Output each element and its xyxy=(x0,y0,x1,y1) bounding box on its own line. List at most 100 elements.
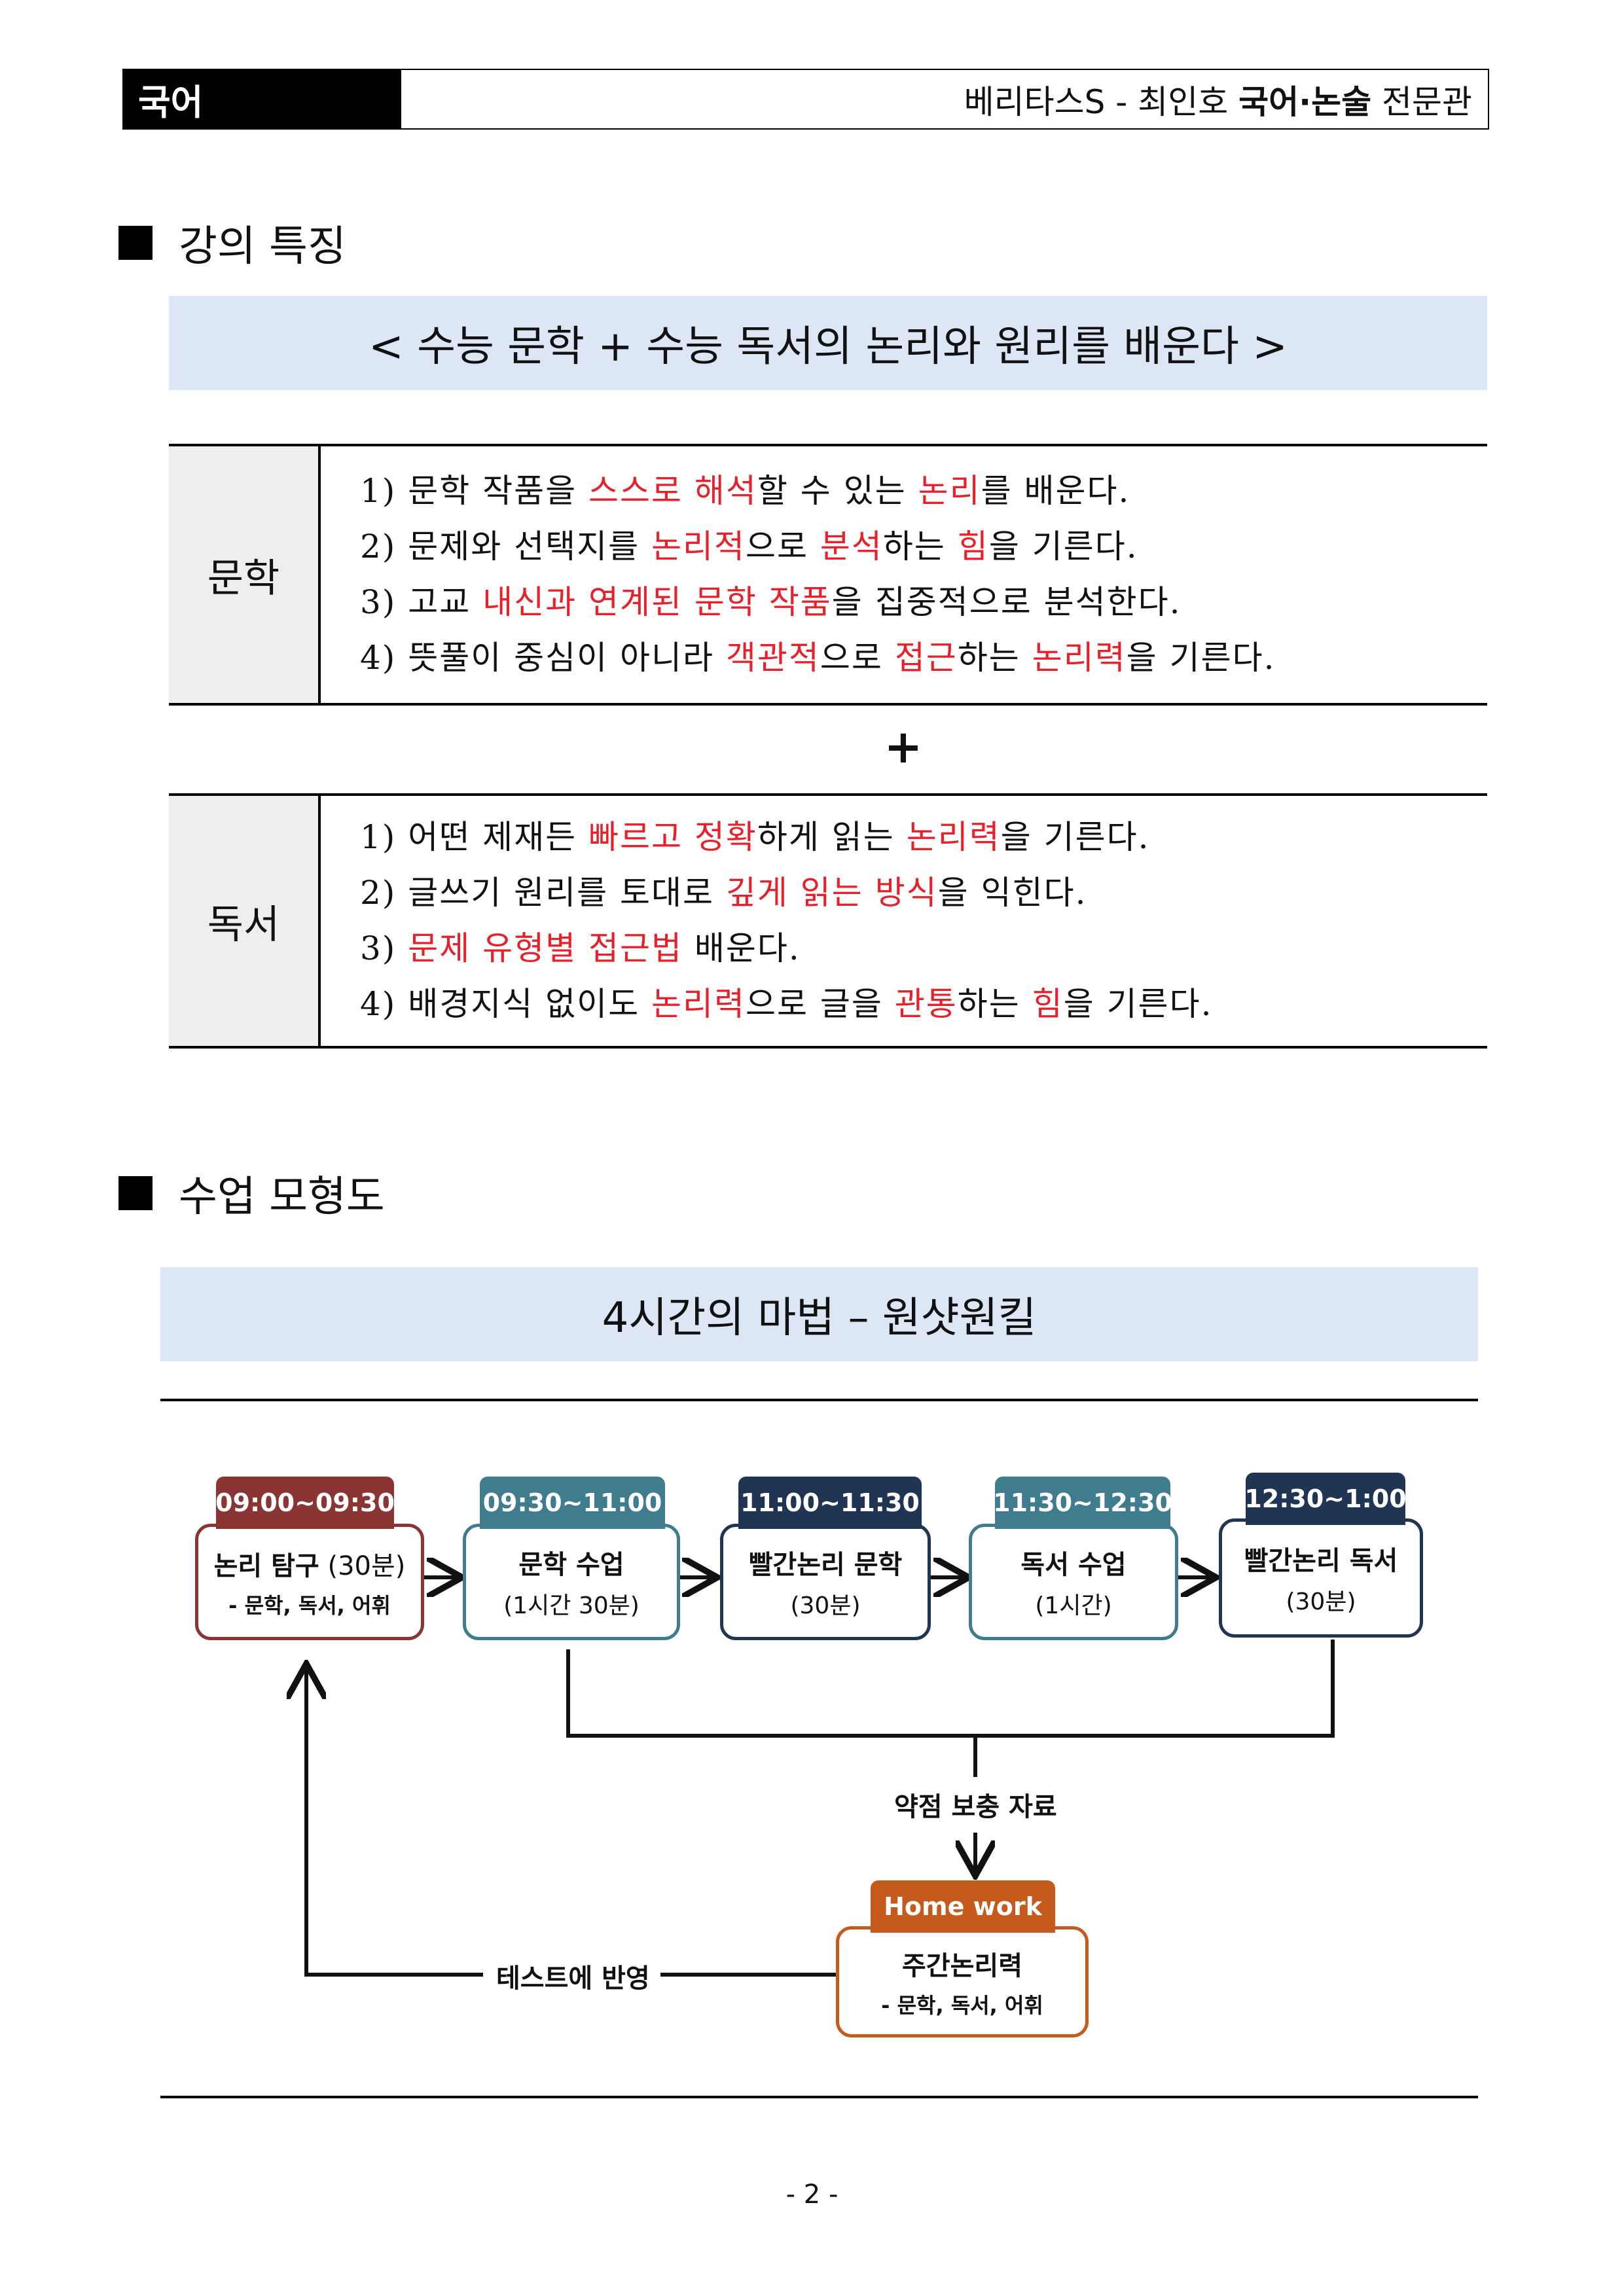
line-text: 1) 어떤 제재든 xyxy=(360,818,588,856)
line-text: 1) 문학 작품을 xyxy=(360,472,588,510)
session-title: 문학 수업 xyxy=(518,1543,624,1581)
line-text: 을 기른다. xyxy=(1063,985,1213,1023)
literature-line: 2) 문제와 선택지를 논리적으로 분석하는 힘을 기른다. xyxy=(360,519,1487,575)
reading-label: 독서 xyxy=(169,796,321,1046)
time-tag: 11:00~11:30 xyxy=(738,1477,922,1529)
session-title-bold: 독서 수업 xyxy=(1020,1550,1127,1580)
supplement-label: 약점 보충 자료 xyxy=(884,1785,1068,1823)
session-sub: - 문학, 독서, 어휘 xyxy=(228,1593,391,1618)
highlight-text: 논리력 xyxy=(651,985,746,1023)
highlight-text: 논리력 xyxy=(906,818,1001,856)
line-text: 를 배운다. xyxy=(981,472,1130,510)
session-sub: (1시간) xyxy=(1035,1592,1112,1619)
brand-prefix: 베리타스S - 최인호 xyxy=(964,82,1239,121)
time-tag: 09:30~11:00 xyxy=(480,1477,665,1529)
highlight-text: 내신과 연계된 문학 작품 xyxy=(482,583,832,621)
section-title: 수업 모형도 xyxy=(179,1173,385,1221)
brand-suffix: 전문관 xyxy=(1371,82,1472,121)
session-title: 빨간논리 문학 xyxy=(749,1543,903,1581)
page-number: - 2 - xyxy=(785,2179,839,2210)
homework-tag: Home work xyxy=(871,1880,1055,1933)
model-banner: 4시간의 마법 – 원샷원킬 xyxy=(160,1267,1478,1361)
session-title-bold: 문학 수업 xyxy=(518,1550,624,1580)
line-text: 2) 글쓰기 원리를 토대로 xyxy=(360,874,726,912)
reading-block: 독서 1) 어떤 제재든 빠르고 정확하게 읽는 논리력을 기른다.2) 글쓰기… xyxy=(169,793,1487,1049)
session-title-bold: 빨간논리 독서 xyxy=(1244,1546,1398,1576)
brand-bold: 국어·논술 xyxy=(1238,82,1372,121)
line-text: 할 수 있는 xyxy=(757,472,918,510)
highlight-text: 접근 xyxy=(894,639,958,677)
reading-line: 4) 배경지식 없이도 논리력으로 글을 관통하는 힘을 기른다. xyxy=(360,977,1487,1032)
square-bullet-icon xyxy=(118,1176,153,1210)
line-text: 배운다. xyxy=(683,929,801,967)
session-node: 빨간논리 문학 (30분) xyxy=(720,1524,931,1640)
feedback-line-left xyxy=(306,1668,483,1977)
homework-sub: - 문학, 독서, 어휘 xyxy=(881,1993,1043,2018)
highlight-text: 깊게 읽는 방식 xyxy=(725,874,938,912)
highlight-text: 논리력 xyxy=(1032,639,1127,677)
line-text: 하게 읽는 xyxy=(757,818,907,856)
homework-node: 주간논리력 - 문학, 독서, 어휘 xyxy=(836,1926,1089,2037)
line-text: 을 기른다. xyxy=(1000,818,1150,856)
literature-line: 1) 문학 작품을 스스로 해석할 수 있는 논리를 배운다. xyxy=(360,463,1487,519)
bracket-line xyxy=(566,1640,1335,1738)
features-banner: < 수능 문학 + 수능 독서의 논리와 원리를 배운다 > xyxy=(169,296,1487,390)
reading-line: 3) 문제 유형별 접근법 배운다. xyxy=(360,921,1487,977)
session-title-bold: 빨간논리 문학 xyxy=(748,1550,903,1580)
time-tag: 11:30~12:30 xyxy=(993,1477,1172,1529)
session-sub: (1시간 30분) xyxy=(503,1592,640,1619)
session-title: 빨간논리 독서 xyxy=(1244,1539,1398,1577)
reading-line: 2) 글쓰기 원리를 토대로 깊게 읽는 방식을 익힌다. xyxy=(360,865,1487,921)
line-text: 3) 고교 xyxy=(360,583,483,621)
line-text: 4) 뜻풀이 중심이 아니라 xyxy=(360,639,726,677)
highlight-text: 분석 xyxy=(820,528,883,565)
time-tag: 12:30~1:00 xyxy=(1244,1473,1407,1525)
reading-lines: 1) 어떤 제재든 빠르고 정확하게 읽는 논리력을 기른다.2) 글쓰기 원리… xyxy=(321,796,1487,1046)
literature-line: 3) 고교 내신과 연계된 문학 작품을 집중적으로 분석한다. xyxy=(360,575,1487,630)
session-duration: (30분) xyxy=(319,1551,406,1581)
session-node: 빨간논리 독서 (30분) xyxy=(1219,1518,1423,1638)
square-bullet-icon xyxy=(118,226,153,260)
brand-title: 베리타스S - 최인호 국어·논술 전문관 xyxy=(401,70,1488,128)
subject-label: 국어 xyxy=(124,70,401,128)
highlight-text: 객관적 xyxy=(725,639,820,677)
reading-line: 1) 어떤 제재든 빠르고 정확하게 읽는 논리력을 기른다. xyxy=(360,810,1487,865)
session-node: 문학 수업 (1시간 30분) xyxy=(463,1524,680,1640)
line-text: 4) 배경지식 없이도 xyxy=(360,985,651,1023)
line-text: 3) xyxy=(360,929,408,967)
divider-top xyxy=(160,1399,1478,1401)
line-text: 하는 xyxy=(957,985,1032,1023)
literature-line: 4) 뜻풀이 중심이 아니라 객관적으로 접근하는 논리력을 기른다. xyxy=(360,630,1487,686)
highlight-text: 관통 xyxy=(894,985,958,1023)
section-heading-model: 수업 모형도 xyxy=(118,1163,385,1223)
line-text: 하는 xyxy=(882,528,958,565)
feedback-label: 테스트에 반영 xyxy=(486,1957,660,1995)
highlight-text: 문제 유형별 접근법 xyxy=(408,929,683,967)
highlight-text: 스스로 해석 xyxy=(588,472,757,510)
session-title: 독서 수업 xyxy=(1020,1543,1126,1581)
time-tag: 09:00~09:30 xyxy=(215,1477,395,1529)
divider-bottom xyxy=(160,2096,1478,2098)
session-sub: (30분) xyxy=(1286,1588,1356,1615)
line-text: 하는 xyxy=(957,639,1032,677)
highlight-text: 논리적 xyxy=(651,528,746,565)
line-text: 을 집중적으로 분석한다. xyxy=(831,583,1182,621)
line-text: 으로 xyxy=(746,528,820,565)
line-text: 2) 문제와 선택지를 xyxy=(360,528,651,565)
literature-lines: 1) 문학 작품을 스스로 해석할 수 있는 논리를 배운다.2) 문제와 선택… xyxy=(321,446,1487,703)
session-node: 독서 수업 (1시간) xyxy=(969,1524,1178,1640)
line-text: 을 기른다. xyxy=(988,528,1138,565)
literature-label: 문학 xyxy=(169,446,321,703)
session-title-bold: 논리 탐구 xyxy=(213,1551,319,1581)
highlight-text: 힘 xyxy=(1032,985,1064,1023)
plus-sign: + xyxy=(884,720,923,774)
line-text: 을 익힌다. xyxy=(937,874,1087,912)
line-text: 으로 xyxy=(820,639,895,677)
literature-block: 문학 1) 문학 작품을 스스로 해석할 수 있는 논리를 배운다.2) 문제와… xyxy=(169,444,1487,706)
highlight-text: 힘 xyxy=(957,528,989,565)
session-sub: (30분) xyxy=(790,1592,861,1619)
page-header: 국어 베리타스S - 최인호 국어·논술 전문관 xyxy=(122,69,1489,130)
line-text: 으로 글을 xyxy=(746,985,895,1023)
line-text: 을 기른다. xyxy=(1126,639,1276,677)
session-title: 논리 탐구 (30분) xyxy=(214,1545,406,1583)
